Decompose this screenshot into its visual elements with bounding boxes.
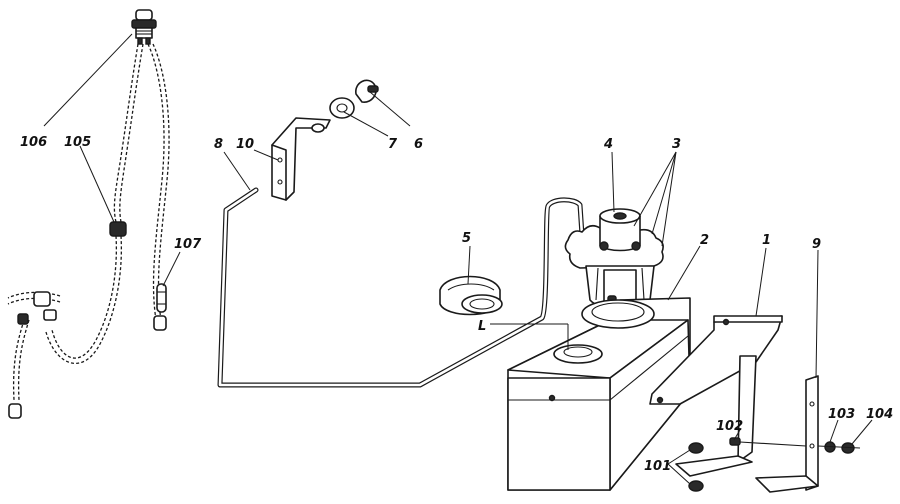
callout-102: 102	[716, 419, 743, 434]
callout-L: L	[478, 319, 486, 334]
callout-104: 104	[866, 407, 893, 422]
part-105-hose-assembly	[7, 43, 170, 419]
callout-labels: 106 105 107 8 10 7 6 5 L 4 3 2 1 9 102 1…	[20, 135, 893, 474]
part-10-bracket	[271, 117, 331, 201]
callout-5: 5	[462, 231, 471, 246]
callout-105: 105	[64, 135, 91, 150]
callout-10: 10	[236, 137, 254, 152]
part-107-valve	[156, 283, 167, 313]
callout-9: 9	[812, 237, 821, 252]
part-4-pump	[564, 208, 664, 326]
callout-8: 8	[214, 137, 223, 152]
leader-lines	[43, 33, 873, 485]
part-6-knob	[355, 79, 379, 103]
callout-6: 6	[414, 137, 423, 152]
callout-101: 101	[644, 459, 671, 474]
part-9-l-bracket	[755, 375, 819, 493]
callout-107: 107	[174, 237, 202, 252]
part-8-pipe	[217, 187, 585, 388]
callout-7: 7	[388, 137, 398, 152]
part-7-washer	[329, 97, 355, 119]
part-2-tank	[507, 297, 691, 491]
part-101-nuts	[688, 442, 704, 492]
part-5-filler-cap	[439, 275, 503, 316]
callout-106: 106	[20, 135, 47, 150]
callout-4: 4	[603, 137, 613, 152]
part-105-connector	[109, 221, 127, 237]
callout-1: 1	[762, 233, 771, 248]
callout-103: 103	[828, 407, 855, 422]
part-106-push-button	[131, 9, 157, 45]
callout-2: 2	[700, 233, 709, 248]
part-1-mounting-bracket	[649, 315, 783, 477]
part-104-nut	[817, 442, 861, 454]
callout-3: 3	[672, 137, 681, 152]
